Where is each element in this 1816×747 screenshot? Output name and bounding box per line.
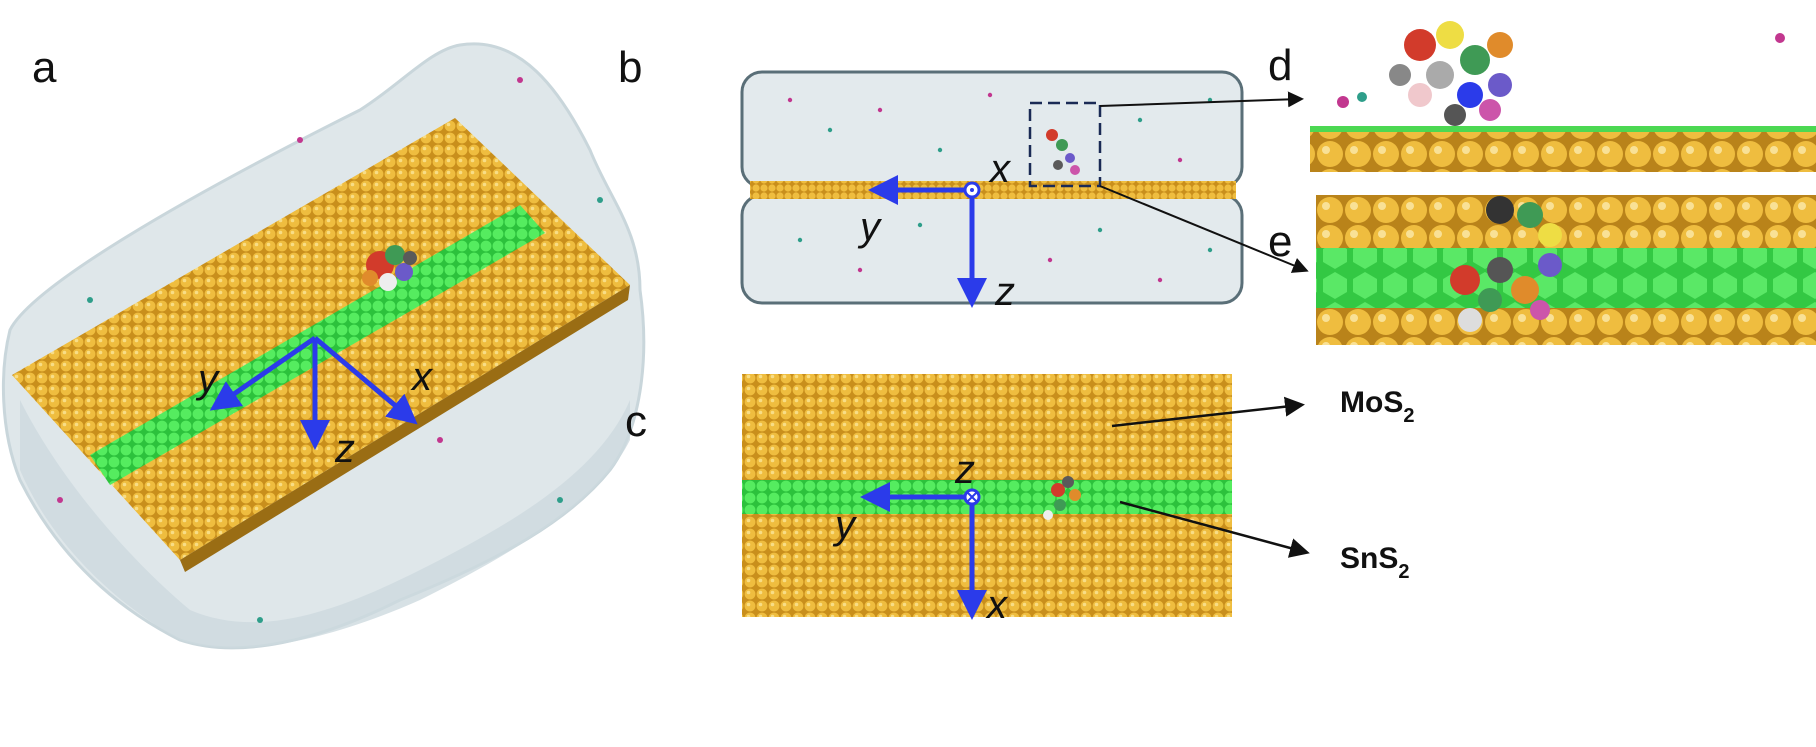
axes-side: x y z <box>857 147 1015 314</box>
z-axis-label-3d: z <box>334 427 355 471</box>
axes-top: z y x <box>832 448 1009 627</box>
y-axis-label-side: y <box>857 205 883 249</box>
peptide-cluster-3d <box>362 245 417 291</box>
ion-zoom-1 <box>1337 96 1349 108</box>
panel-label-d: d <box>1268 41 1292 90</box>
peptide-cluster-side <box>1046 129 1080 175</box>
ion-zoom-3 <box>1775 33 1785 43</box>
sns2-stripe-top <box>742 480 1232 514</box>
mos2-label-subscript: 2 <box>1403 405 1414 427</box>
ions-3d <box>57 77 603 623</box>
arrow-to-panel-e <box>1099 185 1309 273</box>
sns2-top-edge-zoom <box>1310 126 1816 132</box>
y-axis-arrow-3d <box>209 335 317 411</box>
panel-label-a: a <box>32 43 57 92</box>
ions-side <box>787 92 1213 283</box>
panel-label-c: c <box>625 397 647 446</box>
water-box-3d-shade <box>20 400 630 648</box>
mos2-label: MoS2 <box>1340 386 1414 427</box>
sns2-stripe-zoom-top <box>1316 248 1816 308</box>
svg-text:MoS2: MoS2 <box>1340 386 1414 427</box>
mos2-label-base: MoS <box>1340 386 1403 419</box>
z-axis-label-side: z <box>994 270 1015 314</box>
panel-e: e <box>1268 195 1816 345</box>
panel-label-b: b <box>618 43 642 92</box>
x-axis-label-3d: x <box>410 355 434 399</box>
water-box-lower <box>740 193 1244 305</box>
sns2-label-subscript: 2 <box>1398 561 1409 583</box>
y-axis-label-top: y <box>832 503 858 547</box>
z-axis-label-top: z <box>954 448 975 492</box>
x-axis-label-top: x <box>985 583 1009 627</box>
x-axis-label-side: x <box>988 147 1012 191</box>
ion-zoom-2 <box>1357 92 1367 102</box>
arrow-to-sns2-label <box>1119 500 1310 558</box>
svg-text:SnS2: SnS2 <box>1340 542 1409 583</box>
peptide-cluster-zoom-side <box>1389 21 1513 126</box>
panel-a: y z x a <box>1 42 646 650</box>
connector-arrows <box>1099 91 1310 558</box>
sns2-label: SnS2 <box>1340 542 1409 583</box>
sns2-label-base: SnS <box>1340 542 1398 575</box>
peptide-cluster-zoom-top <box>1450 196 1562 332</box>
arrow-to-panel-d <box>1099 91 1304 108</box>
panel-d: d <box>1268 21 1816 172</box>
x-axis-arrow-3d <box>313 336 418 425</box>
panel-c: c z y x <box>625 374 1232 627</box>
mos2-sheet-3d-shadow <box>180 285 630 572</box>
mos2-sheet-zoom-side <box>1310 126 1816 172</box>
panel-b: b <box>618 43 1244 314</box>
panel-label-e: e <box>1268 217 1292 266</box>
axes-3d: y z x <box>195 335 434 471</box>
y-axis-label-3d: y <box>195 357 221 401</box>
zoom-region-box <box>1028 101 1102 188</box>
arrow-to-mos2-label <box>1111 396 1305 428</box>
peptide-cluster-top <box>1043 476 1081 520</box>
